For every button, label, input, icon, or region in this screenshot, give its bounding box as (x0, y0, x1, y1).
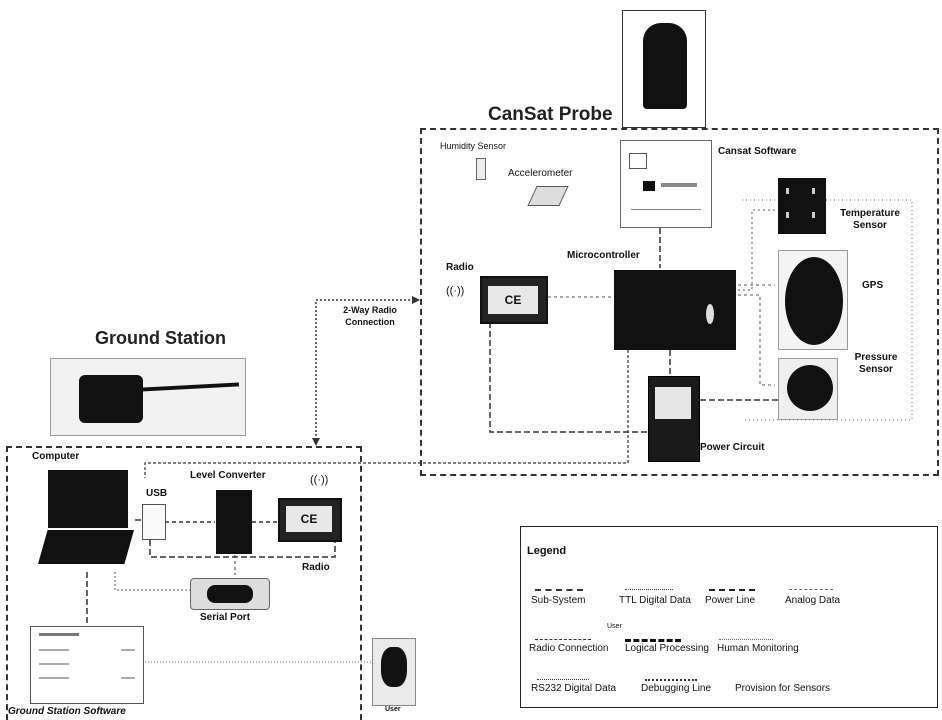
ground-radio-module: CE (278, 498, 342, 542)
microcontroller-label: Microcontroller (567, 250, 640, 261)
cansat-title: CanSat Probe (488, 104, 613, 126)
ground-radio-label: Radio (302, 562, 330, 573)
ground-radio-antenna-icon: ((·)) (310, 474, 328, 486)
legend-item-radio: Radio Connection (529, 643, 609, 654)
serial-port-photo (190, 578, 270, 610)
legend-box: Legend Sub-System TTL Digital Data Power… (520, 526, 938, 708)
serial-port-label: Serial Port (200, 612, 250, 623)
level-converter-label: Level Converter (190, 470, 266, 481)
accelerometer-label: Accelerometer (508, 168, 572, 179)
legend-item-logical: Logical Processing (625, 643, 709, 654)
computer-label: Computer (32, 451, 79, 462)
humidity-sensor (476, 158, 486, 180)
legend-item-analog: Analog Data (785, 595, 840, 606)
legend-item-subsystem: Sub-System (531, 595, 585, 606)
pressure-sensor-label: Pressure Sensor (846, 352, 906, 376)
legend-item-debugging: Debugging Line (641, 683, 711, 694)
microcontroller-board (614, 270, 736, 350)
antenna-icon: ((·)) (446, 286, 464, 297)
cansat-software-label: Cansat Software (718, 146, 796, 158)
ground-antenna-photo (50, 358, 246, 436)
legend-item-ttl: TTL Digital Data (619, 595, 691, 606)
ground-station-software-label: Ground Station Software (8, 706, 126, 717)
legend-item-power: Power Line (705, 595, 755, 606)
level-converter-board (216, 490, 252, 554)
computer-laptop (38, 470, 134, 568)
gps-label: GPS (862, 280, 883, 291)
legend-item-human: Human Monitoring (717, 643, 799, 654)
ce-mark-icon: CE (488, 286, 538, 314)
user-label: User (385, 706, 401, 713)
temperature-sensor-photo (778, 178, 826, 234)
cansat-software-screen (620, 140, 712, 228)
usb-connector (142, 504, 166, 540)
gps-photo (778, 250, 848, 350)
temperature-sensor-label: Temperature Sensor (834, 208, 906, 232)
usb-label: USB (146, 488, 167, 499)
probe-radio-module: CE (480, 276, 548, 324)
ground-station-title: Ground Station (95, 328, 226, 349)
user-photo (372, 638, 416, 706)
humidity-sensor-label: Humidity Sensor (440, 141, 506, 151)
probe-radio-label: Radio (446, 262, 474, 273)
power-circuit-battery (648, 376, 700, 462)
cansat-photo (622, 10, 706, 128)
legend-item-provision: Provision for Sensors (735, 683, 830, 694)
radio-link-label: 2-Way Radio Connection (334, 304, 406, 328)
legend-user-mark: User (607, 623, 622, 630)
legend-item-rs232: RS232 Digital Data (531, 683, 616, 694)
pressure-sensor-photo (778, 358, 838, 420)
power-circuit-label: Power Circuit (700, 442, 764, 453)
legend-title: Legend (527, 545, 566, 557)
ground-station-software-screen (30, 626, 144, 704)
